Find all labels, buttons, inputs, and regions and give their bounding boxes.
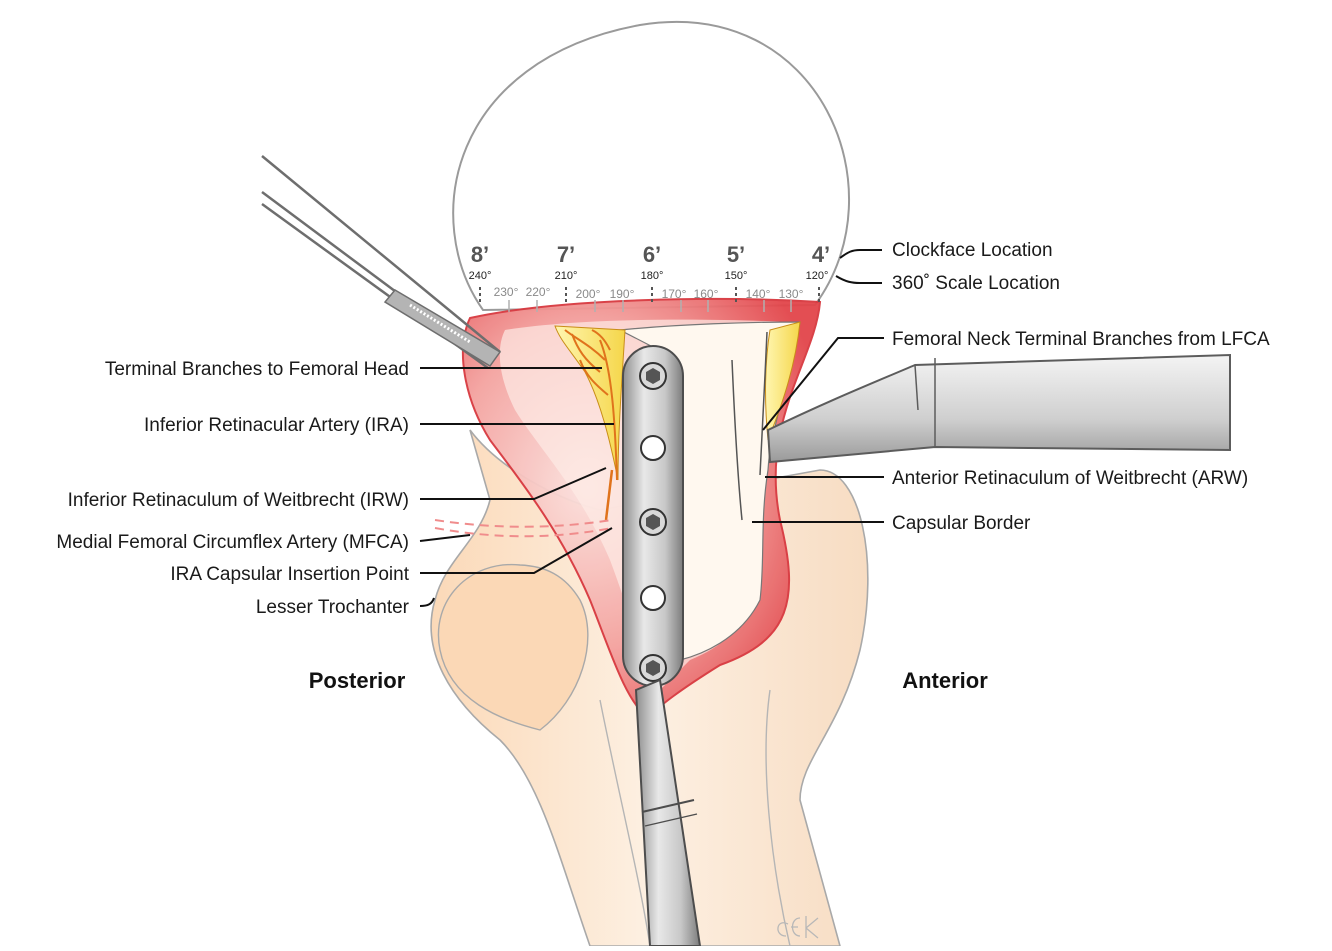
- clock-label-7: 7’: [557, 242, 575, 267]
- label-capsular-border: Capsular Border: [892, 513, 1031, 534]
- degree-200: 200°: [576, 287, 601, 301]
- degree-170: 170°: [662, 287, 687, 301]
- screw-icon: [640, 363, 666, 389]
- degree-150: 150°: [725, 270, 748, 282]
- screw-icon: [640, 509, 666, 535]
- clock-label-5: 5’: [727, 242, 745, 267]
- degree-240: 240°: [469, 270, 492, 282]
- label-ira: Inferior Retinacular Artery (IRA): [144, 415, 409, 436]
- label-irw: Inferior Retinaculum of Weitbrecht (IRW): [68, 490, 409, 511]
- leader-scale: [836, 276, 882, 283]
- retractor-right: [768, 355, 1230, 462]
- degree-180: 180°: [641, 270, 664, 282]
- label-posterior: Posterior: [309, 668, 406, 693]
- screw-hole-icon: [641, 436, 665, 460]
- clock-label-4: 4’: [812, 242, 830, 267]
- label-anterior: Anterior: [902, 668, 988, 693]
- degree-230: 230°: [494, 285, 519, 299]
- degree-140: 140°: [746, 287, 771, 301]
- label-mfca: Medial Femoral Circumflex Artery (MFCA): [56, 532, 409, 553]
- degree-160: 160°: [694, 287, 719, 301]
- clock-label-8: 8’: [471, 242, 489, 267]
- leader-mfca: [420, 535, 470, 541]
- screw-icon: [640, 655, 666, 681]
- leader-clockface: [840, 250, 882, 258]
- label-scale-location: 360˚ Scale Location: [892, 273, 1060, 294]
- degree-190: 190°: [610, 287, 635, 301]
- label-arw: Anterior Retinaculum of Weitbrecht (ARW): [892, 468, 1248, 489]
- degree-130: 130°: [779, 287, 804, 301]
- label-ira-insertion: IRA Capsular Insertion Point: [170, 564, 409, 585]
- label-lesser-trochanter: Lesser Trochanter: [256, 597, 410, 618]
- degree-120: 120°: [806, 270, 829, 282]
- label-clockface-location: Clockface Location: [892, 240, 1053, 261]
- label-lfca-branches: Femoral Neck Terminal Branches from LFCA: [892, 329, 1270, 350]
- degree-220: 220°: [526, 285, 551, 299]
- label-terminal-branches: Terminal Branches to Femoral Head: [105, 359, 409, 380]
- leader-lesser-trochanter: [420, 598, 434, 606]
- clock-label-6: 6’: [643, 242, 661, 267]
- screw-hole-icon: [641, 586, 665, 610]
- degree-210: 210°: [555, 270, 578, 282]
